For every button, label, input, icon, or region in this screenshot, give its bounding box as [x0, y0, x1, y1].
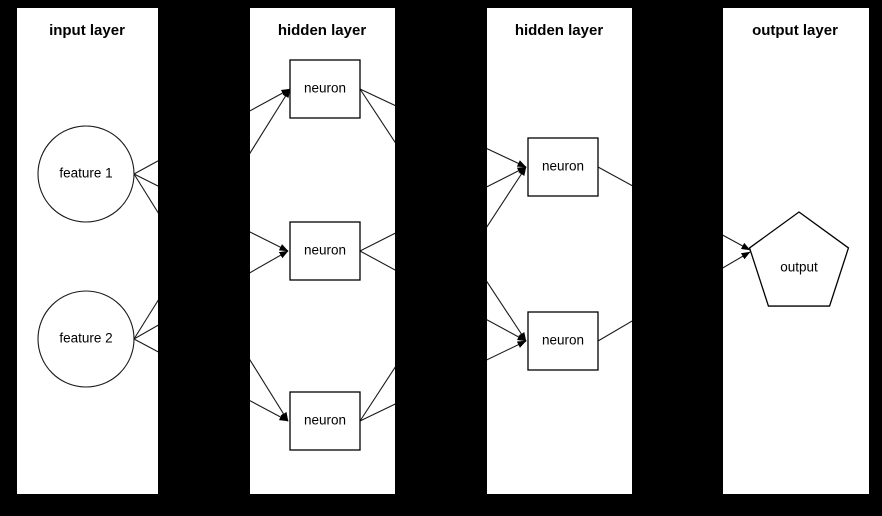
node-pentagon-shape	[748, 211, 850, 307]
node-input-1[interactable]: feature 1	[37, 125, 135, 223]
layer-panel-hidden-2	[487, 8, 632, 494]
layer-titles: input layer hidden layer hidden layer outpu…	[49, 22, 838, 39]
gap-mask-2	[632, 0, 723, 516]
layer-panel-input	[17, 8, 158, 494]
gap-mask-6	[0, 494, 882, 516]
node-hidden-2-2[interactable]: neuron	[527, 311, 599, 371]
node-hidden-1-3[interactable]: neuron	[289, 391, 361, 451]
node-label: feature 2	[59, 331, 112, 346]
node-circle-shape	[37, 290, 135, 388]
node-label: feature 1	[59, 166, 112, 181]
node-label: output	[780, 260, 818, 275]
node-hidden-2-1[interactable]: neuron	[527, 137, 599, 197]
node-label: neuron	[542, 159, 584, 174]
layer-title-hidden-2: hidden layer	[515, 22, 604, 39]
gap-mask-4	[869, 0, 882, 516]
node-hidden-1-1[interactable]: neuron	[289, 59, 361, 119]
layer-title-input: input layer	[49, 22, 125, 39]
node-rect-shape	[289, 59, 361, 119]
node-hidden-1-2[interactable]: neuron	[289, 221, 361, 281]
node-label: neuron	[304, 413, 346, 428]
node-label: neuron	[304, 243, 346, 258]
gap-mask-1	[395, 0, 487, 516]
node-circle-shape	[37, 125, 135, 223]
gap-mask-5	[0, 0, 882, 8]
node-rect-shape	[289, 221, 361, 281]
layer-title-hidden-1: hidden layer	[278, 22, 367, 39]
node-label: neuron	[304, 81, 346, 96]
layer-nodes: feature 1 feature 2 neuron neuron neuron neur…	[37, 59, 850, 451]
node-rect-shape	[527, 137, 599, 197]
node-input-2[interactable]: feature 2	[37, 290, 135, 388]
layer-title-output: output layer	[752, 22, 838, 39]
node-label: neuron	[542, 333, 584, 348]
gap-mask-3	[0, 0, 17, 516]
gap-mask-0	[158, 0, 250, 516]
node-output-1[interactable]: output	[748, 211, 850, 307]
node-rect-shape	[289, 391, 361, 451]
node-rect-shape	[527, 311, 599, 371]
